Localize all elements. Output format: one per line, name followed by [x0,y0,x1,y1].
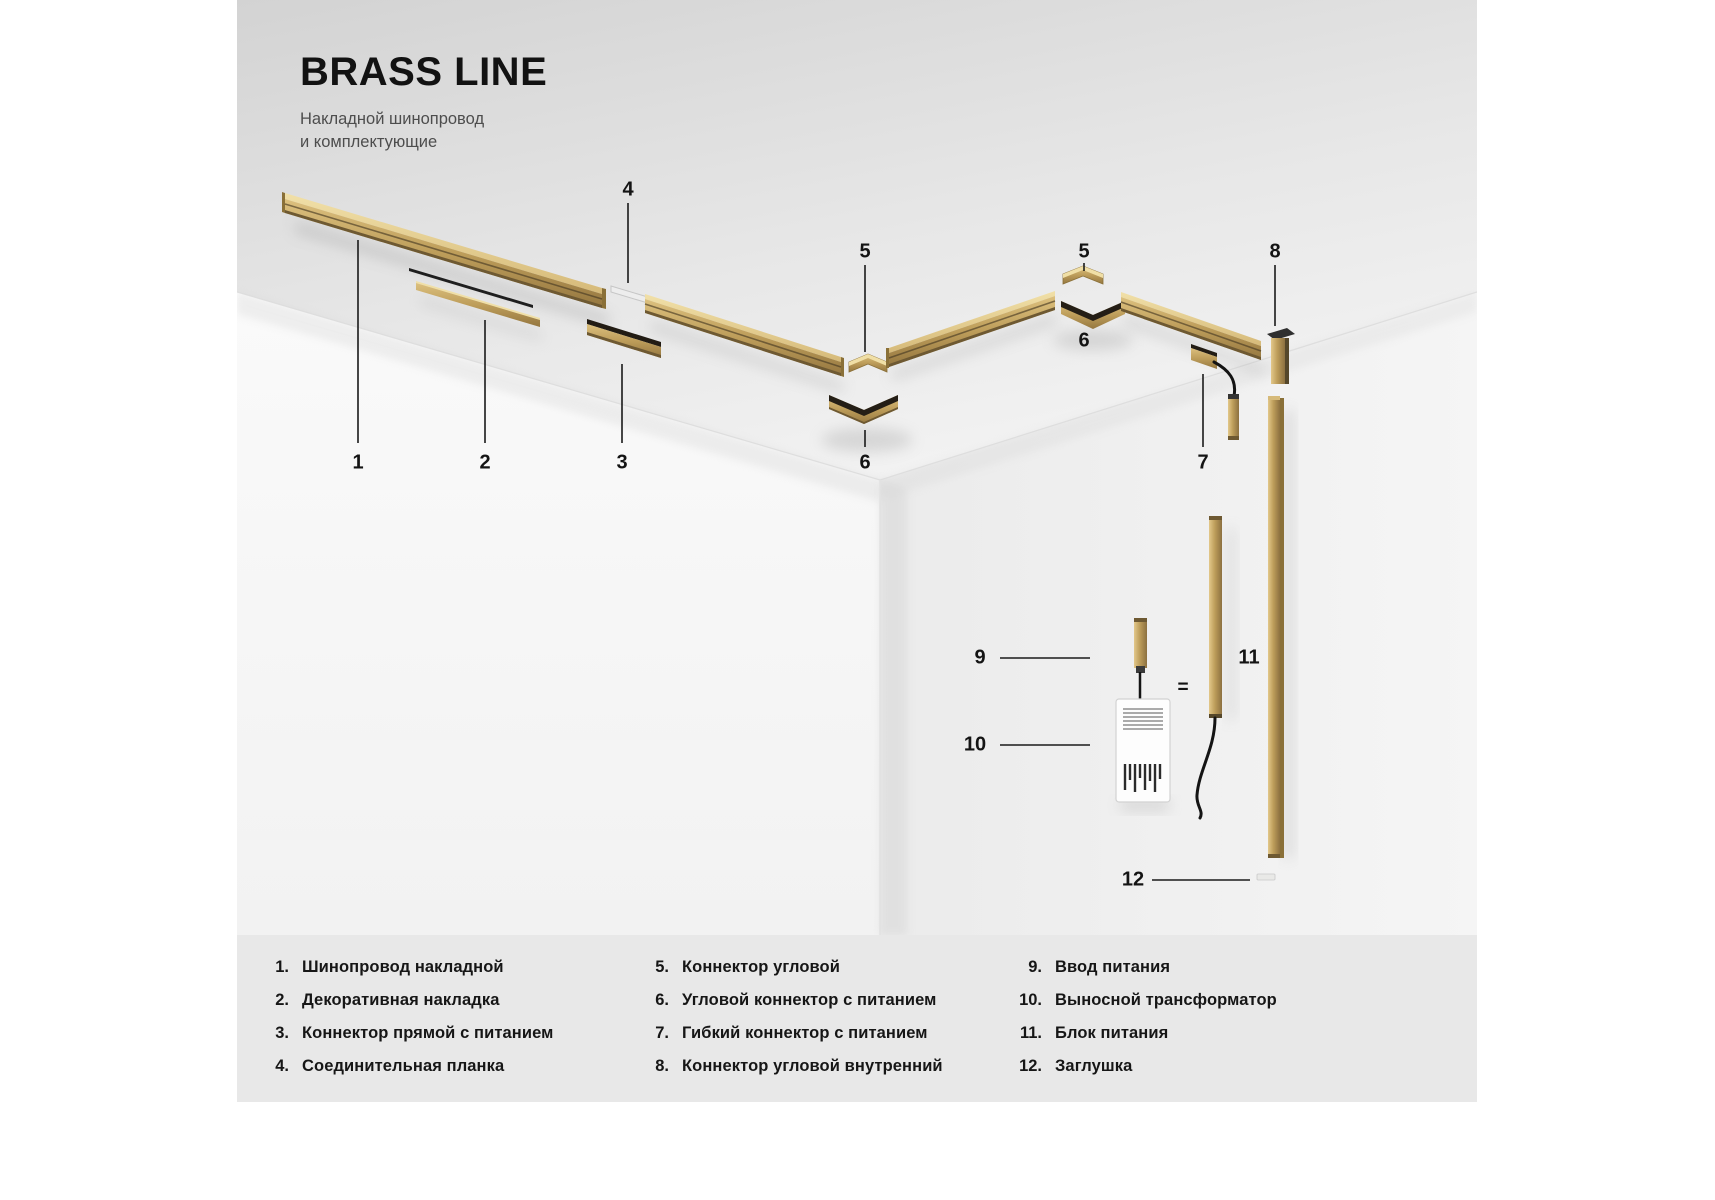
legend-item-number: 3. [275,1024,289,1042]
callout-number-12: 12 [1121,868,1145,891]
corner-connector-5a [848,353,888,373]
straight-power-connector-3 [587,319,661,358]
legend-item-number: 9. [1028,958,1042,976]
end-cap-12 [1256,873,1276,881]
power-input-9 [1134,618,1147,700]
legend-item-label: Гибкий коннектор с питанием [682,1024,928,1042]
legend-item-label: Коннектор угловой [682,958,840,976]
callout-number-5b: 5 [1078,240,1090,263]
legend-item-9: 9. Ввод питания [1012,957,1277,977]
track-surface-3 [886,291,1056,368]
subtitle-line-2: и комплектующие [300,133,438,151]
legend-item-2: 2. Декоративная накладка [259,990,553,1010]
callout-number-5a: 5 [859,240,871,263]
room-surfaces [237,0,1477,935]
legend-item-number: 6. [655,991,669,1009]
legend-item-4: 4. Соединительная планка [259,1056,553,1076]
page-title: BRASS LINE [300,50,548,94]
legend-column-1: 1. Шинопровод накладной 2. Декоративная … [259,957,553,1089]
inner-corner-connector-8 [1267,328,1295,384]
legend-column-3: 9. Ввод питания 10. Выносной трансформат… [1012,957,1277,1089]
leader-lines [357,203,1276,881]
remote-transformer-10 [1115,698,1171,803]
legend-item-label: Выносной трансформатор [1055,991,1277,1009]
wall-track [1268,396,1284,858]
callout-number-11: 11 [1238,646,1260,669]
callout-number-7: 7 [1197,451,1209,474]
decorative-cover-2 [409,268,540,327]
legend-item-number: 11. [1019,1024,1042,1042]
track-surface-1 [282,192,606,309]
callout-number-10: 10 [963,733,987,756]
room-illustration [237,0,1477,935]
page-subtitle: Накладной шинопровод и комплектующие [300,108,547,154]
equals-sign: = [1177,677,1189,698]
callout-number-6a: 6 [859,451,871,474]
legend-item-label: Шинопровод накладной [302,958,504,976]
legend-item-label: Угловой коннектор с питанием [682,991,937,1009]
legend-item-label: Соединительная планка [302,1057,505,1075]
callout-number-6b: 6 [1078,329,1090,352]
legend-item-label: Коннектор прямой с питанием [302,1024,554,1042]
flexible-power-connector-7 [1191,344,1239,440]
callout-number-4: 4 [622,178,634,201]
legend-item-8: 8. Коннектор угловой внутренний [639,1056,943,1076]
legend-item-number: 7. [655,1024,669,1042]
legend-item-number: 2. [275,991,289,1009]
legend-item-label: Блок питания [1055,1024,1169,1042]
callout-number-9: 9 [974,646,986,669]
legend-item-number: 10. [1019,991,1042,1009]
legend-item-label: Декоративная накладка [302,991,500,1009]
legend: 1. Шинопровод накладной 2. Декоративная … [237,935,1477,1102]
legend-item-number: 5. [655,958,669,976]
legend-column-2: 5. Коннектор угловой 6. Угловой коннекто… [639,957,943,1089]
legend-item-10: 10. Выносной трансформатор [1012,990,1277,1010]
callout-number-1: 1 [352,451,364,474]
legend-item-number: 1. [275,958,289,976]
callout-number-3: 3 [616,451,628,474]
legend-item-7: 7. Гибкий коннектор с питанием [639,1023,943,1043]
legend-item-3: 3. Коннектор прямой с питанием [259,1023,553,1043]
corner-power-connector-6a [829,395,898,424]
legend-item-number: 4. [275,1057,289,1075]
corner-power-connector-6b [1061,301,1125,329]
legend-item-11: 11. Блок питания [1012,1023,1277,1043]
callout-number-8: 8 [1269,240,1281,263]
callout-number-2: 2 [479,451,491,474]
track-surface-2 [644,294,844,377]
power-supply-11 [1195,516,1222,820]
track-surface-4 [1120,292,1262,360]
legend-item-label: Заглушка [1055,1057,1133,1075]
subtitle-line-1: Накладной шинопровод [300,110,485,128]
header: BRASS LINE Накладной шинопровод и компле… [300,50,547,154]
legend-item-number: 8. [655,1057,669,1075]
legend-item-label: Коннектор угловой внутренний [682,1057,943,1075]
corner-connector-5b [1062,265,1104,285]
legend-item-label: Ввод питания [1055,958,1171,976]
legend-item-1: 1. Шинопровод накладной [259,957,553,977]
legend-item-number: 12. [1019,1057,1042,1075]
legend-item-12: 12. Заглушка [1012,1056,1277,1076]
legend-item-5: 5. Коннектор угловой [639,957,943,977]
legend-item-6: 6. Угловой коннектор с питанием [639,990,943,1010]
diagram-stage: BRASS LINE Накладной шинопровод и компле… [237,0,1477,935]
